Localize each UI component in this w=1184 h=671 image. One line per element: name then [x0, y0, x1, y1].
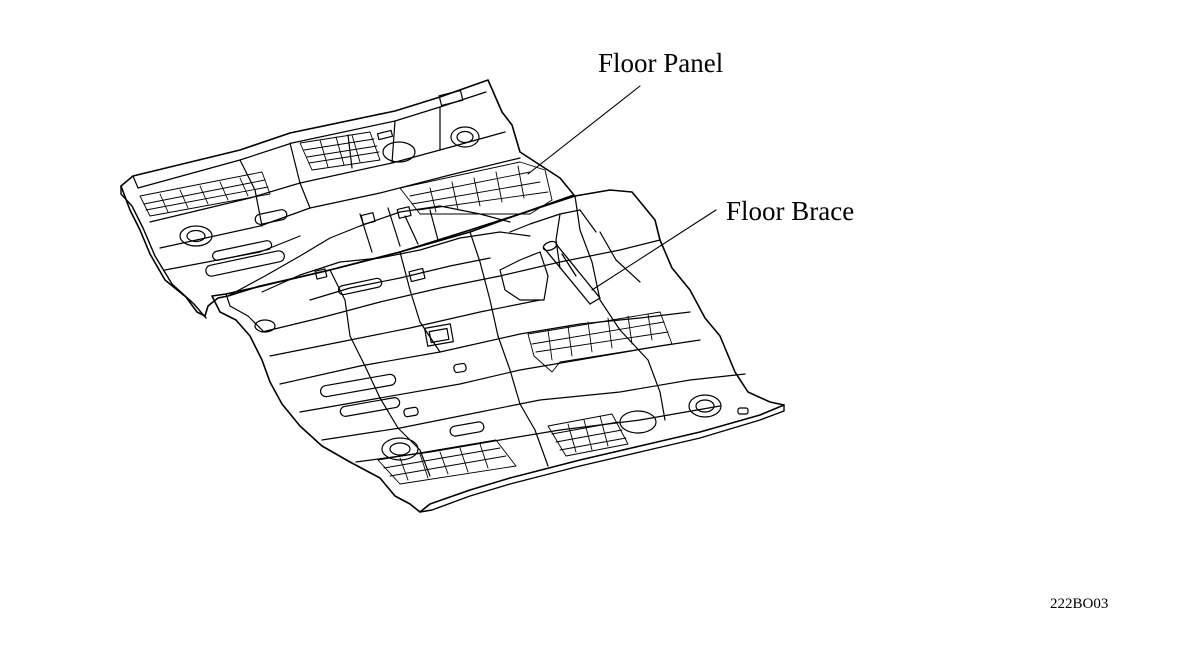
rear-hatch-pads [140, 132, 552, 216]
floor-brace-callout: Floor Brace [726, 196, 855, 226]
front-floor-section [212, 190, 784, 512]
floor-brace-part [542, 240, 600, 304]
front-hatch-pads [378, 312, 672, 484]
center-tunnel [228, 206, 530, 300]
floor-panel-leader [528, 86, 640, 174]
figure-code: 222BO03 [1050, 596, 1109, 612]
front-floor-outline [212, 190, 784, 512]
rear-floor-section [121, 80, 574, 318]
floor-panel-callout: Floor Panel [598, 48, 724, 78]
rear-floor-outline [121, 80, 574, 316]
floor-brace-leader [592, 210, 716, 290]
